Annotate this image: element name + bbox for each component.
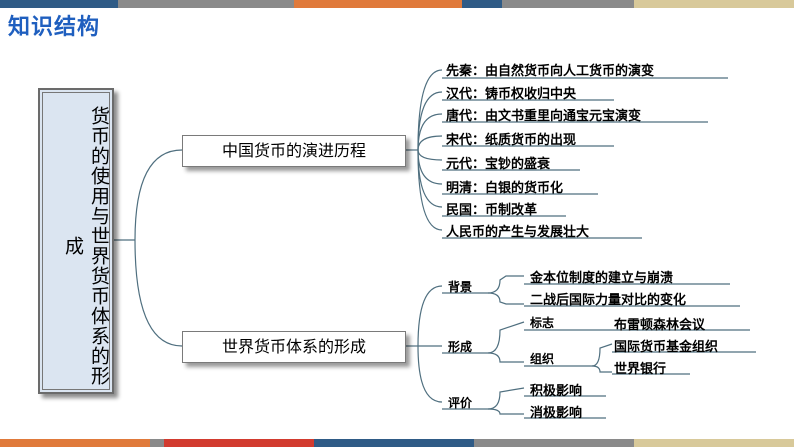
leaf-song: 宋代：纸质货币的出现 <box>446 133 577 148</box>
leaf-tang: 唐代：由文书重里向通宝元宝演变 <box>446 109 642 124</box>
root-label: 货币的使用与世界货币体系的形成 <box>62 106 110 386</box>
leaf-republic: 民国：币制改革 <box>446 203 538 218</box>
top-stripe-4 <box>462 0 502 8</box>
top-stripe-5 <box>502 0 634 8</box>
top-stripe-1 <box>0 0 118 8</box>
top-stripe-3 <box>294 0 462 8</box>
root-node: 货币的使用与世界货币体系的形成 <box>38 88 114 394</box>
category-formation: 形成 <box>448 340 473 354</box>
root-inner-border <box>42 92 110 390</box>
leaf-imf: 国际货币基金组织 <box>614 340 719 355</box>
leaf-bretton-woods: 布雷顿森林会议 <box>614 318 706 333</box>
leaf-rmb: 人民币的产生与发展壮大 <box>446 225 590 240</box>
bottom-stripe-6 <box>634 439 794 447</box>
bottom-stripe-5 <box>474 439 634 447</box>
bottom-stripe-3 <box>164 439 314 447</box>
leaf-positive-impact: 积极影响 <box>530 384 583 399</box>
subcategory-organization: 组织 <box>530 352 555 366</box>
branch-world-currency-system: 世界货币体系的形成 <box>182 331 406 363</box>
bottom-stripe-1 <box>0 439 150 447</box>
top-stripe-6 <box>634 0 794 8</box>
leaf-yuan: 元代：宝钞的盛衰 <box>446 157 551 172</box>
leaf-postwar-balance: 二战后国际力量对比的变化 <box>530 293 687 308</box>
top-stripe-2 <box>118 0 294 8</box>
bottom-stripe-2 <box>150 439 164 447</box>
subcategory-marker: 标志 <box>530 316 555 330</box>
leaf-pre-qin: 先秦：由自然货币向人工货币的演变 <box>446 64 655 79</box>
leaf-world-bank: 世界银行 <box>614 362 667 377</box>
leaf-negative-impact: 消极影响 <box>530 406 583 421</box>
category-background: 背景 <box>448 280 473 294</box>
page-title: 知识结构 <box>8 15 101 40</box>
branch-china-currency: 中国货币的演进历程 <box>182 135 406 167</box>
leaf-ming-qing: 明清：白银的货币化 <box>446 181 564 196</box>
leaf-gold-standard: 金本位制度的建立与崩溃 <box>530 271 674 286</box>
bottom-stripe-4 <box>314 439 474 447</box>
category-evaluation: 评价 <box>448 396 473 410</box>
leaf-han: 汉代：铸币权收归中央 <box>446 87 577 102</box>
